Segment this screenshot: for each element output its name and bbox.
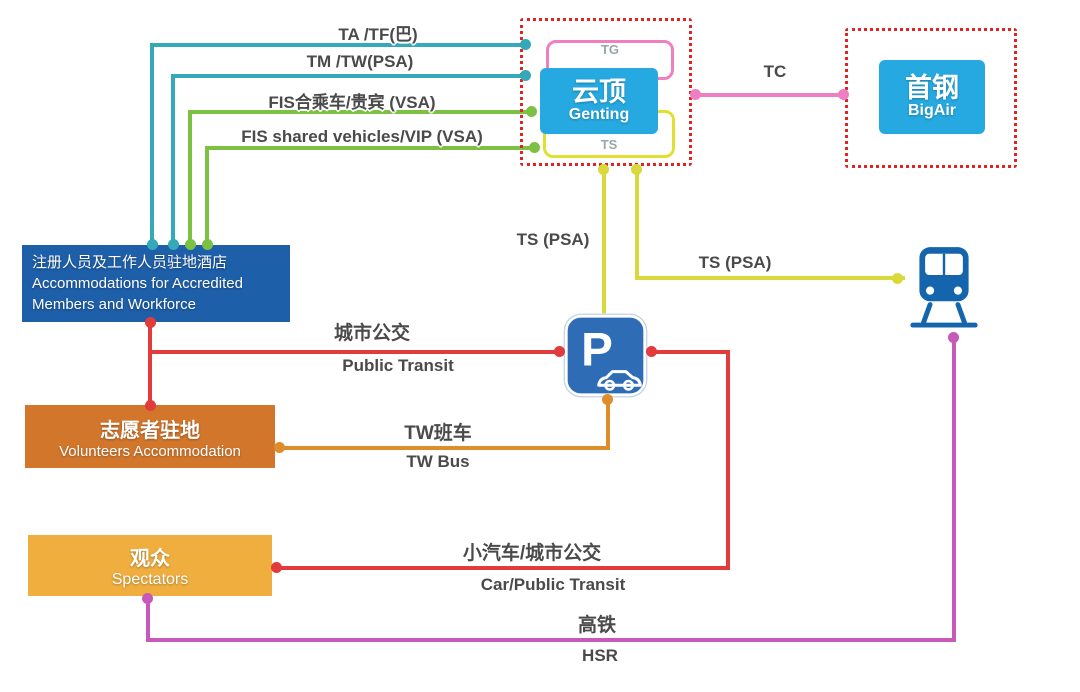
parking-sign-svg: P [563, 313, 648, 398]
label-hsr-en: HSR [582, 646, 618, 665]
edge-fis-zh-horizontal [188, 110, 530, 114]
dot-hsr-spectators [142, 593, 153, 604]
volunteers-name-en: Volunteers Accommodation [59, 442, 241, 460]
dot-pt-accom-bottom [145, 317, 156, 328]
edge-hsr-vertical-left [146, 597, 150, 642]
edge-tw-bus-vertical [606, 398, 610, 450]
dot-fis-en-accom [202, 239, 213, 250]
edge-ts-parking-vertical [602, 166, 606, 315]
parking-sign-icon: P [563, 313, 648, 398]
label-public-transit-en: Public Transit [342, 356, 454, 375]
node-accommodations: 注册人员及工作人员驻地酒店 Accommodations for Accredi… [22, 245, 290, 322]
edge-tm-tw-horizontal [171, 74, 528, 78]
label-ts-parking: TS (PSA) [516, 230, 590, 249]
dot-ts-station-start [631, 164, 642, 175]
label-tw-bus-en: TW Bus [406, 452, 470, 471]
label-ts-station: TS (PSA) [698, 253, 772, 272]
edge-ta-tf-horizontal [150, 43, 528, 47]
spectators-name-en: Spectators [111, 571, 189, 588]
edge-tm-tw-vertical [171, 74, 175, 245]
edge-tw-bus-horizontal [278, 446, 608, 450]
volunteers-name-zh: 志愿者驻地 [100, 419, 200, 442]
label-public-transit-zh: 城市公交 [333, 323, 411, 344]
terminal-tg-label: TG [600, 42, 620, 57]
edge-public-transit-vertical [148, 322, 152, 407]
dot-ts-parking-start [598, 164, 609, 175]
dot-fis-zh-accom [185, 239, 196, 250]
label-fis-en: FIS shared vehicles/VIP (VSA) [241, 127, 483, 146]
dot-car-spectators [271, 562, 282, 573]
edge-ts-station-vertical [635, 166, 639, 280]
dot-tm-tw-accom [168, 239, 179, 250]
dot-fis-en-genting [529, 142, 540, 153]
dot-pt-volunteers-top [145, 400, 156, 411]
label-tm-tw: TM /TW(PSA) [306, 52, 414, 71]
edge-fis-zh-vertical [188, 110, 192, 245]
venue-bigair: 首钢 BigAir [879, 60, 985, 134]
node-spectators: 观众 Spectators [28, 535, 272, 596]
venue-genting-name-zh: 云顶 [572, 76, 626, 107]
dot-hsr-station [948, 332, 959, 343]
dot-pt-parking-left [554, 346, 565, 357]
dot-tw-parking-bottom [602, 394, 613, 405]
dot-ta-tf-accom [147, 239, 158, 250]
label-tc: TC [763, 62, 787, 81]
venue-bigair-name-zh: 首钢 [905, 72, 959, 103]
venue-genting: 云顶 Genting [540, 68, 658, 134]
accommodations-line1: 注册人员及工作人员驻地酒店 [32, 254, 228, 271]
terminal-ts-label: TS [600, 137, 618, 152]
edge-car-horizontal-top [650, 350, 730, 354]
edge-ts-station-horizontal [635, 276, 905, 280]
accommodations-line3: Members and Workforce [32, 296, 196, 313]
venue-bigair-name-en: BigAir [908, 102, 956, 120]
label-car-public-transit-zh: 小汽车/城市公交 [462, 543, 602, 564]
edge-ta-tf-vertical [150, 43, 154, 245]
edge-car-vertical [726, 350, 730, 570]
edge-public-transit-horizontal [148, 350, 560, 354]
spectators-name-zh: 观众 [130, 548, 170, 570]
dot-tm-tw-genting [520, 70, 531, 81]
dot-fis-zh-genting [526, 106, 537, 117]
label-fis-zh: FIS合乘车/贵宾 (VSA) [268, 93, 436, 112]
edge-hsr-horizontal [146, 638, 956, 642]
label-ta-tf: TA /TF(巴) [338, 25, 418, 44]
edge-hsr-vertical-right [952, 336, 956, 642]
dot-car-parking-right [646, 346, 657, 357]
label-tw-bus-zh: TW班车 [404, 423, 472, 444]
accommodations-line2: Accommodations for Accredited [32, 275, 243, 292]
venue-genting-name-en: Genting [568, 106, 630, 124]
edge-fis-en-horizontal [205, 146, 533, 150]
dot-tw-volunteers [274, 442, 285, 453]
dot-tc-bigair [838, 89, 849, 100]
dot-tc-genting [690, 89, 701, 100]
train-station-svg [910, 247, 978, 328]
edge-fis-en-vertical [205, 146, 209, 245]
label-car-public-transit-en: Car/Public Transit [480, 575, 626, 594]
edge-car-horizontal-bottom [277, 566, 730, 570]
dot-ts-station-end [892, 273, 903, 284]
edge-tc-horizontal [694, 93, 846, 97]
node-volunteers: 志愿者驻地 Volunteers Accommodation [25, 405, 275, 468]
train-station-icon [903, 243, 985, 335]
label-hsr-zh: 高铁 [577, 615, 617, 636]
dot-ta-tf-genting [520, 39, 531, 50]
parking-letter: P [581, 324, 613, 377]
